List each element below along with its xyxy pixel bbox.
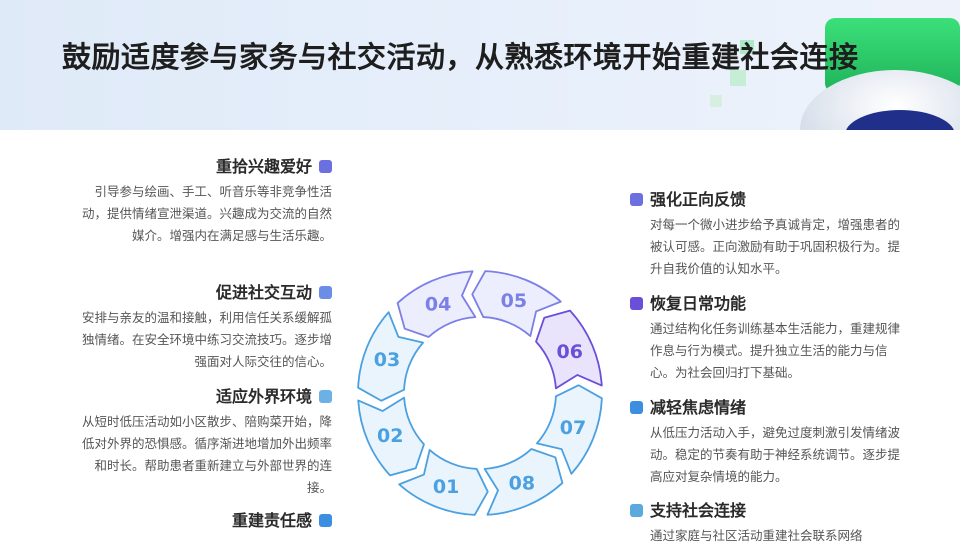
right-item-heading: 支持社会连接 [650,501,746,520]
right-item-2: 恢复日常功能 通过结构化任务训练基本生活能力，重建规律作息与行为模式。提升独立生… [630,292,900,384]
square-bullet-icon [319,286,332,299]
right-item-1: 强化正向反馈 对每一个微小进步给予真诚肯定，增强患者的被认可感。正向激励有助于巩… [630,188,900,280]
left-item-text: 安排与亲友的温和接触，利用信任关系缓解孤独情绪。在安全环境中练习交流技巧。逐步增… [70,307,332,373]
cycle-label-07: 07 [560,417,586,439]
left-item-1: 重拾兴趣爱好 引导参与绘画、手工、听音乐等非竞争性活动，提供情绪宣泄渠道。兴趣成… [62,155,332,247]
left-item-text: 引导参与绘画、手工、听音乐等非竞争性活动，提供情绪宣泄渠道。兴趣成为交流的自然媒… [70,181,332,247]
cycle-diagram: 01 02 03 04 05 06 07 08 [340,255,620,525]
cycle-label-05: 05 [501,290,527,312]
square-bullet-icon [630,504,643,517]
cycle-label-02: 02 [377,425,403,447]
square-bullet-icon [630,193,643,206]
right-item-text: 从低压力活动入手，避免过度刺激引发情绪波动。稳定的节奏有助于神经系统调节。逐步提… [650,422,900,488]
cycle-label-03: 03 [374,349,400,371]
square-bullet-icon [319,160,332,173]
left-item-heading: 适应外界环境 [216,387,312,406]
square-bullet-icon [630,401,643,414]
left-item-4: 重建责任感 [62,509,332,533]
left-item-2: 促进社交互动 安排与亲友的温和接触，利用信任关系缓解孤独情绪。在安全环境中练习交… [62,281,332,373]
right-item-text: 通过结构化任务训练基本生活能力，重建规律作息与行为模式。提升独立生活的能力与信心… [650,318,900,384]
right-item-text: 通过家庭与社区活动重建社会联系网络 [650,525,900,547]
right-item-text: 对每一个微小进步给予真诚肯定，增强患者的被认可感。正向激励有助于巩固积极行为。提… [650,214,900,280]
left-item-text: 从短时低压活动如小区散步、陪购菜开始，降低对外界的恐惧感。循序渐进地增加外出频率… [70,411,332,499]
cycle-label-08: 08 [509,473,535,495]
square-bullet-icon [319,514,332,527]
left-item-3: 适应外界环境 从短时低压活动如小区散步、陪购菜开始，降低对外界的恐惧感。循序渐进… [62,385,332,499]
cycle-label-06: 06 [556,341,582,363]
right-item-heading: 减轻焦虑情绪 [650,398,746,417]
page-title: 鼓励适度参与家务与社交活动，从熟悉环境开始重建社会连接 [62,34,859,76]
left-item-heading: 重拾兴趣爱好 [216,157,312,176]
header-banner: 鼓励适度参与家务与社交活动，从熟悉环境开始重建社会连接 [0,0,960,130]
cycle-label-04: 04 [425,293,451,315]
right-item-heading: 强化正向反馈 [650,190,746,209]
right-item-3: 减轻焦虑情绪 从低压力活动入手，避免过度刺激引发情绪波动。稳定的节奏有助于神经系… [630,396,900,488]
square-bullet-icon [319,390,332,403]
right-item-heading: 恢复日常功能 [650,294,746,313]
square-bullet-icon [630,297,643,310]
left-item-heading: 促进社交互动 [216,283,312,302]
left-item-heading: 重建责任感 [232,511,312,530]
cycle-label-01: 01 [433,476,459,498]
